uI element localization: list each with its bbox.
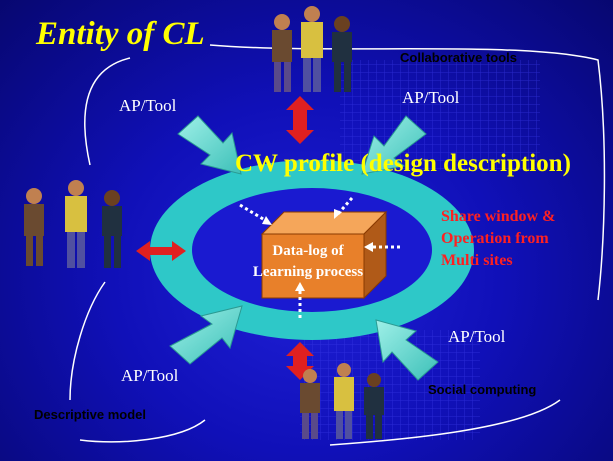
share-window-text: Share window & Operation from Multi site… [441,206,555,272]
ap-tool-label-top-right: AP/Tool [402,88,460,107]
share-line-1: Share window & [441,208,556,225]
ap-tool-arrows [169,115,439,381]
outer-connector-lines [69,44,606,446]
label-descriptive-model: Descriptive model [34,407,146,422]
people-group-icon-bottom [300,363,384,439]
share-line-2: Operation from [441,230,549,247]
ap-tool-label-bottom-left: AP/Tool [121,366,179,385]
data-log-line-2: Learning process [252,264,364,280]
slide-title: Entity of CL [36,16,205,52]
ap-tool-label-top-left: AP/Tool [119,96,177,115]
data-log-cube-icon [260,210,388,300]
people-group-icon-left [24,180,122,268]
data-log-line-1: Data-log of [272,243,344,259]
label-social-computing: Social computing [428,382,537,397]
cw-profile-heading: CW profile (design description) [235,150,571,177]
ap-tool-label-bottom-right: AP/Tool [448,327,506,346]
dotted-arrow-icons [239,197,400,318]
data-log-text: Data-log of Learning process [238,241,378,283]
people-group-icon-top [272,6,352,92]
share-line-3: Multi sites [441,252,513,269]
label-collaborative-tools: Collaborative tools [400,50,518,65]
